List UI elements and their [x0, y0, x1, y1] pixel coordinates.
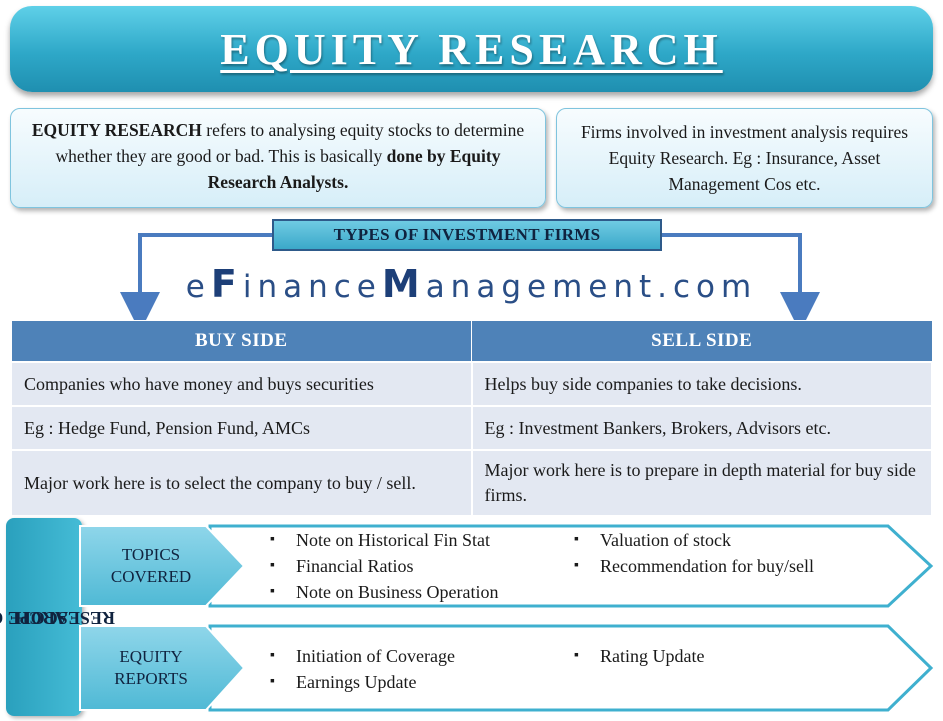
definition-term: EQUITY RESEARCH [31, 120, 202, 140]
definition-text: refers to analysing equity stocks to det… [55, 120, 525, 166]
brand-part: anagement.com [425, 269, 758, 305]
sell-side-header: SELL SIDE [471, 320, 933, 363]
connector-arrows [120, 233, 820, 330]
topics-label-chevron [79, 525, 246, 607]
scope-label: SCOPE OFRESEARCH [0, 518, 115, 716]
brand-watermark: eFinanceManagement.com [0, 262, 943, 306]
list-item: Recommendation for buy/sell [574, 553, 814, 579]
topics-label-line: COVERED [110, 567, 192, 586]
list-item: Note on Historical Fin Stat [270, 527, 490, 553]
table-cell: Eg : Investment Bankers, Brokers, Adviso… [470, 405, 933, 451]
reports-label-line: EQUITY [119, 647, 183, 666]
brand-part: F [210, 262, 243, 306]
table-header-row: BUY SIDE SELL SIDE [10, 320, 933, 363]
table-cell: Companies who have money and buys securi… [10, 361, 473, 407]
right-connector-arrow [662, 233, 820, 330]
table-row: Eg : Hedge Fund, Pension Fund, AMCs Eg :… [10, 405, 933, 451]
buy-sell-table: BUY SIDE SELL SIDE Companies who have mo… [10, 320, 933, 517]
table-cell: Eg : Hedge Fund, Pension Fund, AMCs [10, 405, 473, 451]
table-cell: Helps buy side companies to take decisio… [470, 361, 933, 407]
types-of-firms-header: TYPES OF INVESTMENT FIRMS [272, 219, 662, 251]
scope-label-block [6, 518, 82, 716]
title-banner: EQUITY RESEARCH [10, 6, 933, 92]
list-item: Rating Update [574, 643, 705, 669]
page-title: EQUITY RESEARCH [220, 24, 723, 74]
left-connector-arrow [120, 233, 272, 330]
brand-part: inance [242, 269, 382, 305]
list-item: Financial Ratios [270, 553, 414, 579]
topics-label: TOPICS COVERED [84, 526, 218, 606]
table-cell: Major work here is to prepare in depth m… [470, 449, 933, 517]
types-of-firms-label: TYPES OF INVESTMENT FIRMS [333, 225, 601, 244]
reports-label-chevron [79, 625, 246, 711]
definition-box: EQUITY RESEARCH refers to analysing equi… [10, 108, 546, 208]
reports-label: EQUITY REPORTS [84, 626, 218, 710]
definition-emphasis: done by Equity Research Analysts. [207, 146, 501, 192]
firms-note-text: Firms involved in investment analysis re… [580, 122, 909, 194]
list-item: Initiation of Coverage [270, 643, 455, 669]
brand-part: e [185, 269, 211, 305]
list-item: Note on Business Operation [270, 579, 499, 605]
firms-note-box: Firms involved in investment analysis re… [556, 108, 933, 208]
brand-part: M [381, 262, 426, 306]
table-cell: Major work here is to select the company… [10, 449, 473, 517]
list-item: Earnings Update [270, 669, 417, 695]
list-item: Valuation of stock [574, 527, 731, 553]
topics-label-line: TOPICS [121, 545, 181, 564]
reports-label-line: REPORTS [114, 669, 188, 688]
buy-side-header: BUY SIDE [10, 320, 472, 363]
table-row: Major work here is to select the company… [10, 449, 933, 517]
table-row: Companies who have money and buys securi… [10, 361, 933, 407]
